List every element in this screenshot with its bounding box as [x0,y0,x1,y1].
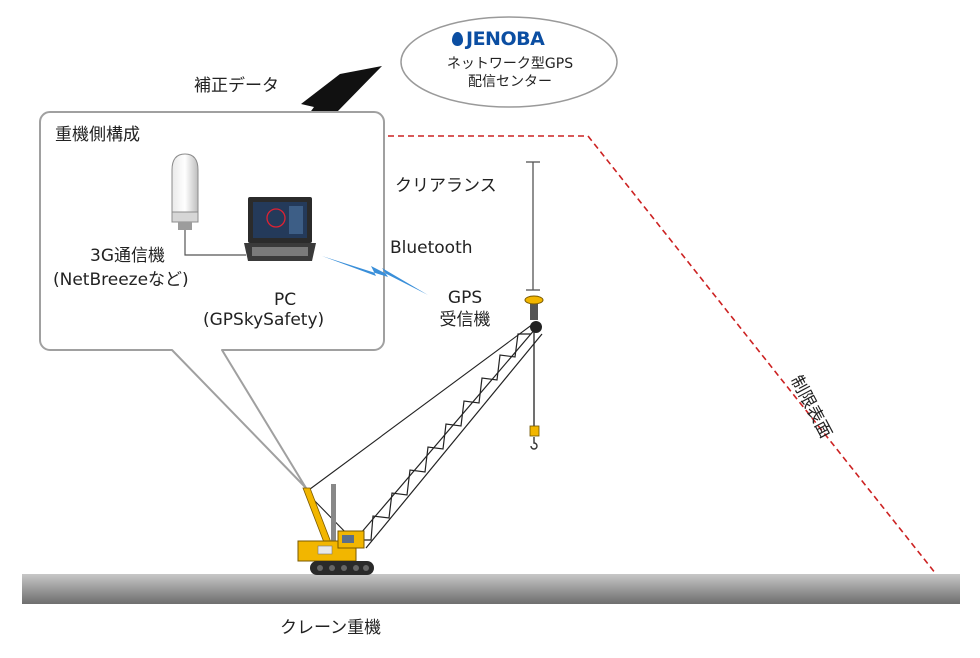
bluetooth-icon [322,256,428,295]
gps-label-line2: 受信機 [439,310,491,330]
crane-icon [297,295,544,575]
bluetooth-label: Bluetooth [390,238,473,258]
pc-label-line1: PC [273,290,297,310]
jenoba-logo: JENOBA [452,28,545,50]
gps-label-line1: GPS [447,288,483,308]
pc-label-line2: (GPSkySafety) [203,310,325,330]
clearance-label: クリアランス [395,176,497,196]
center-line2: 配信センター [468,74,552,90]
modem-label-line1: 3G通信機 [90,246,165,266]
modem-label-line2: (NetBreezeなど) [53,270,189,290]
center-line1: ネットワーク型GPS [446,56,574,72]
ground [22,574,960,604]
limit-surface-line [388,135,937,575]
logo-drop-icon [452,32,463,46]
modem-cable [184,230,246,256]
equipment-box [39,111,385,489]
logo-text: JENOBA [466,28,545,50]
correction-data-label: 補正データ [194,76,279,96]
equipment-box-title: 重機側構成 [55,125,140,145]
antenna-icon [171,153,199,230]
laptop-icon [244,197,316,261]
clearance-dimension [526,161,540,291]
crane-label: クレーン重機 [280,618,382,638]
